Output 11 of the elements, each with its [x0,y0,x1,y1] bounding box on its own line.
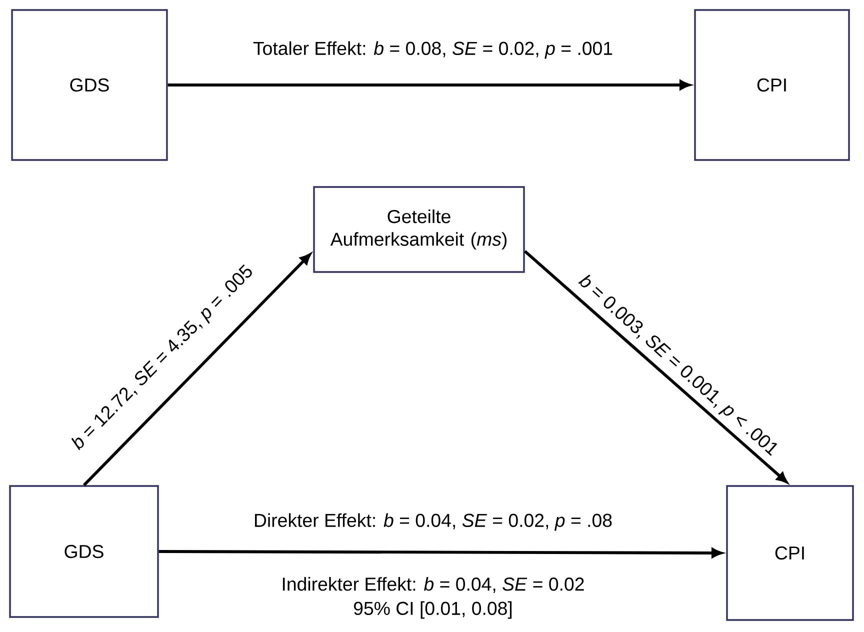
note: 95% CI [0.01, 0.08] [354,601,512,619]
edge-label: Direkter Effekt: b = 0.04, SE = 0.02, p = .08 [252,512,614,532]
note: Indirekter Effekt: b = 0.04, SE = 0.02 [282,577,584,593]
box: CPI [694,9,850,161]
box: GDS [11,9,168,161]
box: Geteilte Aufmerksamkeit (ms) [313,186,525,273]
arrow [524,250,788,483]
box: CPI [726,485,854,621]
arrow [82,254,311,486]
box: GDS [9,485,159,618]
edge-label: Totaler Effekt: b = 0.08, SE = 0.02, p = .001 [252,40,614,60]
